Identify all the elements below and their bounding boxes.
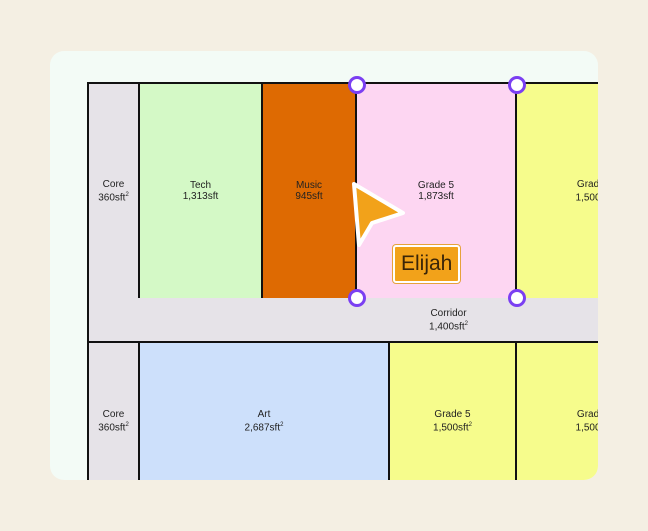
room-area: 1,400sft2 — [429, 321, 468, 333]
room-area: 360sft2 — [98, 421, 129, 434]
selection-handle-top-right[interactable] — [508, 76, 526, 94]
room-core-bottom[interactable]: Core 360sft2 — [87, 341, 140, 480]
selection-handle-bottom-left[interactable] — [348, 289, 366, 307]
room-tech[interactable]: Tech 1,313sft — [138, 82, 263, 300]
room-name: Tech — [189, 180, 212, 191]
floor-plan: Core 360sft2 Tech 1,313sft Music 945sft … — [50, 51, 598, 480]
room-name: Core — [102, 408, 125, 420]
room-art[interactable]: Art 2,687sft2 — [138, 341, 390, 480]
selection-handle-top-left[interactable] — [348, 76, 366, 94]
room-name: Grade 5 — [576, 178, 598, 190]
selection-handle-bottom-right[interactable] — [508, 289, 526, 307]
room-grade5-top-right[interactable]: Grade 5 1,500sft2 — [515, 82, 598, 300]
room-name: Corridor — [430, 308, 467, 320]
room-area: 360sft2 — [98, 191, 129, 204]
room-name: Core — [102, 178, 125, 190]
room-name: Music — [295, 180, 323, 191]
room-area: 1,500sft2 — [575, 422, 598, 434]
pointer-cursor-icon — [352, 182, 405, 247]
room-name: Art — [257, 408, 271, 420]
room-music[interactable]: Music 945sft — [261, 82, 357, 300]
collaborator-name-tag: Elijah — [393, 245, 461, 283]
room-name: Grade 5 — [417, 180, 455, 191]
room-grade5-bottom-right[interactable]: Grade 5 1,500sft2 — [515, 341, 598, 480]
room-area: 1,500sft2 — [433, 421, 472, 434]
room-name: Grade 5 — [576, 408, 598, 420]
room-area: 1,313sft — [182, 191, 219, 202]
room-area: 1,500sft2 — [575, 192, 598, 204]
collaborator-name: Elijah — [401, 252, 453, 275]
floor-plan-card: Core 360sft2 Tech 1,313sft Music 945sft … — [50, 51, 598, 480]
room-core-top[interactable]: Core 360sft2 — [87, 82, 140, 300]
room-area: 1,873sft — [418, 191, 454, 202]
room-area: 2,687sft2 — [244, 421, 284, 434]
room-area: 945sft — [295, 191, 323, 202]
room-grade5-bottom-middle[interactable]: Grade 5 1,500sft2 — [388, 341, 517, 480]
room-name: Grade 5 — [434, 408, 471, 420]
